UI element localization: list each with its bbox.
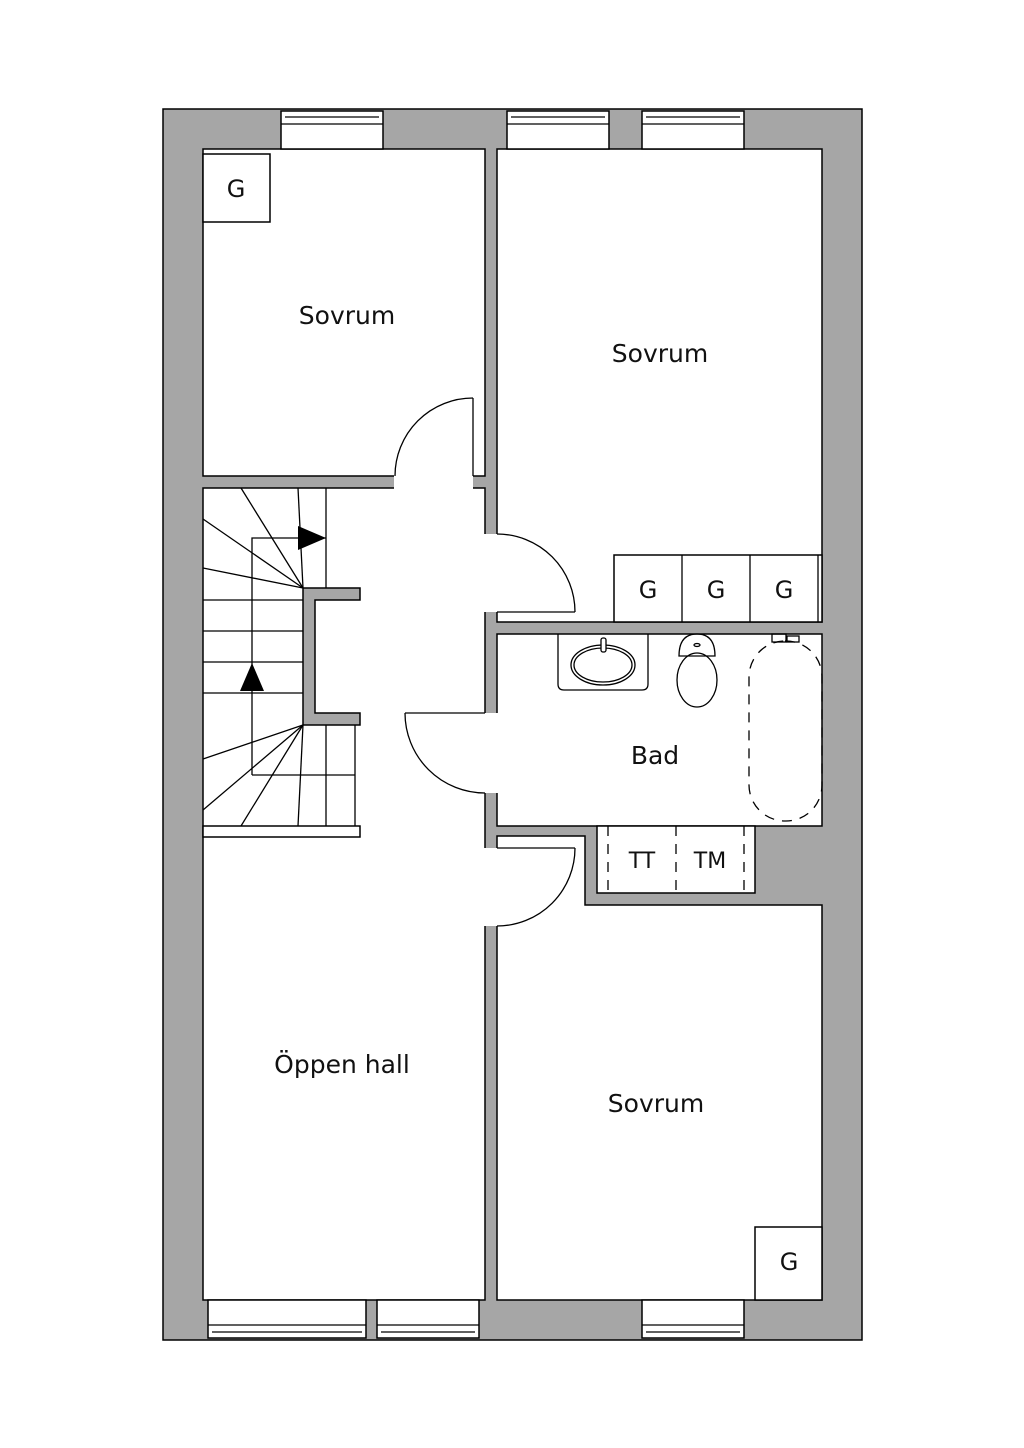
door-opening <box>484 713 498 793</box>
sink <box>557 634 649 691</box>
door-bedroom-bottom-right[interactable] <box>496 847 576 927</box>
room-label-hall: Öppen hall <box>274 1050 410 1079</box>
washer-label: TM <box>693 849 726 874</box>
window <box>207 1299 367 1339</box>
open-hall <box>202 487 486 1301</box>
dryer-label: TT <box>628 849 656 874</box>
closet-bottom-right: G <box>754 1226 823 1301</box>
windows <box>207 110 745 1339</box>
window <box>641 1299 745 1339</box>
svg-text:G: G <box>707 576 726 604</box>
stair-arrow-right-icon <box>298 526 326 550</box>
room-label-bedroom: Sovrum <box>612 339 708 368</box>
closet-top-left: G <box>202 153 271 223</box>
door-opening <box>394 475 473 489</box>
closet-row: G G G <box>613 554 823 623</box>
door-bedroom-top-left[interactable] <box>394 397 474 477</box>
room-label-bedroom: Sovrum <box>299 301 395 330</box>
room-label-bathroom: Bad <box>631 741 679 770</box>
svg-text:G: G <box>775 576 794 604</box>
bathroom <box>496 633 823 827</box>
door-bathroom[interactable] <box>404 712 486 794</box>
svg-text:G: G <box>639 576 658 604</box>
bedroom-bottom-right <box>496 835 823 1301</box>
window <box>641 110 745 150</box>
svg-text:G: G <box>227 175 246 203</box>
svg-text:G: G <box>780 1248 799 1276</box>
stair-arrow-up-icon <box>240 663 264 691</box>
window <box>376 1299 480 1339</box>
door-bedroom-top-right[interactable] <box>496 533 576 613</box>
toilet <box>676 633 718 708</box>
door-opening <box>484 848 498 926</box>
window <box>280 110 384 150</box>
bathtub <box>748 633 823 822</box>
washer-dryer: TT TM <box>607 826 745 893</box>
staircase <box>202 487 361 838</box>
window <box>506 110 610 150</box>
room-label-bedroom: Sovrum <box>608 1089 704 1118</box>
door-opening <box>484 534 498 612</box>
